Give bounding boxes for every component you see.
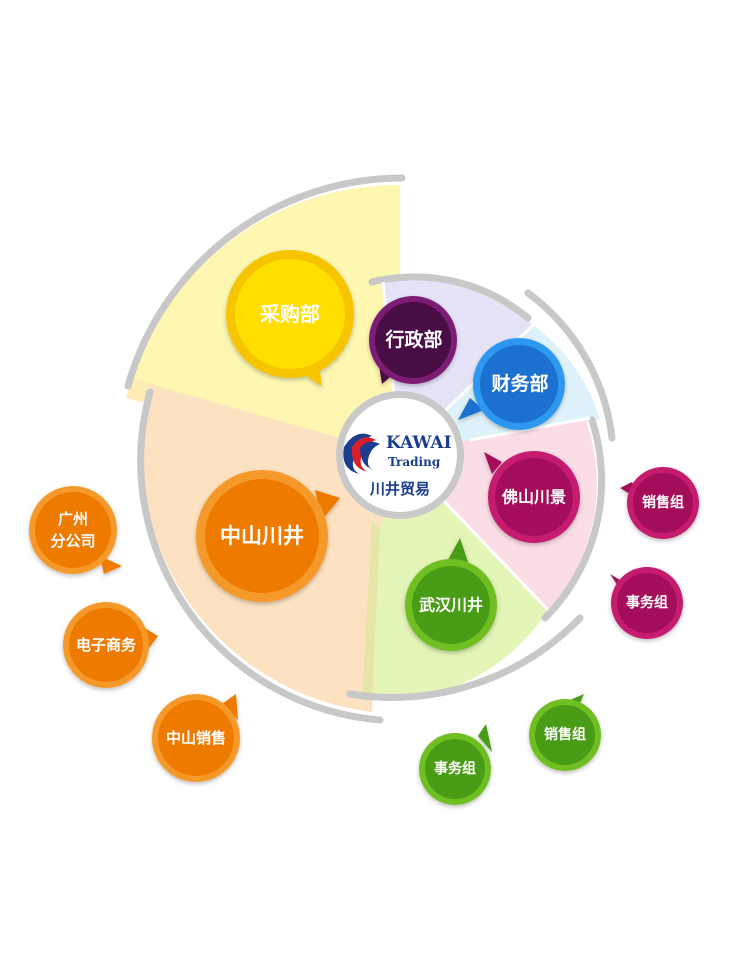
center-name: 川井贸易: [369, 480, 430, 498]
admin-bubble[interactable]: 行政部: [369, 296, 457, 384]
admin-label: 行政部: [384, 328, 442, 351]
foshan-label: 佛山川景: [501, 488, 566, 507]
wuhan-sector-band: [362, 520, 380, 700]
zhongshan-sales-label: 中山销售: [166, 729, 226, 747]
spoke-line: [469, 416, 591, 442]
logo-word: KAWAI: [386, 433, 452, 453]
foshan-child-sales[interactable]: 销售组: [620, 467, 699, 539]
wuhan-label: 武汉川井: [419, 596, 483, 615]
inner-ring-arc-bottom: [346, 614, 584, 701]
zhongshan-child-guangzhou[interactable]: 广州 分公司: [29, 486, 122, 574]
zhongshan-child-sales[interactable]: 中山销售: [152, 694, 240, 782]
wuhan-affairs-label: 事务组: [434, 760, 476, 777]
foshan-bubble[interactable]: 佛山川景: [484, 451, 580, 543]
zhongshan-label: 中山川井: [220, 524, 304, 548]
zhongshan-bubble[interactable]: 中山川井: [196, 470, 340, 602]
wuhan-child-sales[interactable]: 销售组: [529, 694, 601, 771]
outer-ring-arc-left: [137, 388, 384, 724]
wuhan-child-affairs[interactable]: 事务组: [419, 724, 492, 805]
wuhan-bubble[interactable]: 武汉川井: [405, 538, 497, 651]
guangzhou-label-line2: 分公司: [50, 532, 95, 550]
logo-sub: Trading: [388, 455, 441, 469]
purchasing-bubble[interactable]: 采购部: [226, 250, 354, 386]
inner-ring-arc-right-2: [541, 416, 606, 622]
wuhan-sales-label: 销售组: [544, 726, 586, 743]
ecommerce-label: 电子商务: [76, 636, 137, 654]
kawai-logo-icon: [343, 433, 380, 474]
purchasing-label: 采购部: [260, 302, 320, 326]
foshan-child-affairs[interactable]: 事务组: [610, 567, 683, 639]
outer-ring-arc-top: [124, 174, 406, 390]
inner-ring-arc-right-1: [524, 289, 616, 442]
foshan-affairs-label: 事务组: [626, 594, 668, 611]
center-node: KAWAI Trading 川井贸易: [336, 391, 464, 519]
finance-bubble[interactable]: 财务部: [458, 338, 565, 430]
guangzhou-label-line1: 广州: [58, 510, 88, 528]
inner-ring-arc-top: [368, 273, 532, 322]
foshan-sales-label: 销售组: [642, 494, 684, 511]
finance-label: 财务部: [491, 372, 548, 395]
zhongshan-child-ecommerce[interactable]: 电子商务: [63, 602, 158, 688]
